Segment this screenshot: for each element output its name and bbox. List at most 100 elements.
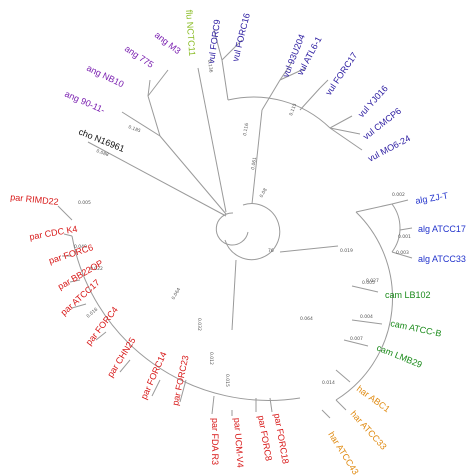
branch-length-label: 0.019 bbox=[340, 248, 353, 254]
branch bbox=[261, 79, 281, 111]
branch-right-stem bbox=[279, 245, 339, 253]
leaf-label: vul MO6-24 bbox=[366, 133, 412, 164]
leaf-label: par RIMD22 bbox=[10, 192, 59, 207]
branch-length-labels: 0.061 0.136 0.116 0.088 0.002 0.001 0.003 0.019… bbox=[74, 59, 411, 387]
branch bbox=[147, 69, 169, 97]
branch bbox=[329, 127, 363, 151]
root-arc bbox=[224, 203, 281, 261]
tree-branches bbox=[57, 29, 413, 419]
branch bbox=[57, 205, 73, 221]
leaf-label: par UCM-V4 bbox=[232, 417, 245, 468]
leaf-label: cam LMB29 bbox=[375, 343, 423, 370]
branch bbox=[71, 303, 87, 309]
branch bbox=[335, 369, 351, 383]
leaf-label: cam ATCC-B bbox=[390, 318, 443, 339]
branch bbox=[351, 285, 379, 293]
arc-vul bbox=[227, 96, 331, 129]
leaf-label: vul FORC9 bbox=[206, 19, 222, 64]
branch bbox=[343, 339, 369, 347]
arc-alg bbox=[391, 203, 401, 253]
branch-length-label: 0.007 bbox=[350, 336, 363, 342]
branch bbox=[63, 233, 73, 237]
branch-length-label: 0.003 bbox=[396, 250, 409, 256]
branch bbox=[121, 111, 161, 137]
branch bbox=[119, 359, 131, 373]
leaf-label: har ABC1 bbox=[355, 384, 392, 415]
branch-length-label: 0.014 bbox=[322, 380, 335, 386]
leaf-label: ang 90-11- bbox=[63, 89, 106, 116]
branch-length-label: 0.027 bbox=[366, 278, 379, 284]
branch bbox=[391, 251, 413, 259]
branch bbox=[279, 61, 293, 81]
branch-length-label: 0.032 bbox=[196, 318, 202, 331]
branch-length-label: 0.001 bbox=[398, 234, 411, 240]
leaf-label: alg ZJ-T bbox=[415, 190, 450, 206]
leaf-label: alg ATCC33 bbox=[418, 254, 466, 264]
leaf-label: har ATCC43 bbox=[326, 430, 360, 476]
leaf-label: par FORC8 bbox=[256, 415, 274, 462]
leaf-label: par FORC6 bbox=[48, 242, 95, 266]
branch-length-label: 0.005 bbox=[362, 280, 375, 286]
branch-length-label: 0.08 bbox=[259, 187, 269, 199]
branch-length-label: 0.004 bbox=[360, 314, 373, 320]
branch bbox=[69, 279, 81, 283]
leaf-label: par FORC23 bbox=[170, 354, 190, 406]
branch-cho bbox=[87, 141, 227, 217]
branch bbox=[399, 227, 413, 231]
leaf-label: ang M3 bbox=[153, 30, 183, 56]
branch bbox=[147, 79, 151, 97]
branch-flu bbox=[197, 67, 227, 213]
branch bbox=[151, 379, 161, 397]
branch bbox=[329, 115, 353, 129]
branch-length-label: 0.049 bbox=[74, 244, 87, 250]
leaf-label: alg ATCC17 bbox=[418, 224, 466, 234]
leaf-label: par FDA R3 bbox=[210, 418, 220, 465]
root-arc-inner bbox=[215, 212, 249, 246]
leaf-label: ang 775 bbox=[123, 43, 156, 69]
branch-vul-stem bbox=[251, 109, 263, 205]
root-bootstrap-label: 76 bbox=[268, 248, 274, 254]
branch bbox=[221, 59, 229, 101]
branch bbox=[351, 319, 383, 325]
leaf-label: vul FORC17 bbox=[323, 50, 359, 97]
leaf-label: flu NCTC11 bbox=[184, 9, 197, 56]
leaf-label: par CDC K4 bbox=[29, 224, 79, 242]
branch bbox=[221, 39, 243, 61]
branch bbox=[211, 395, 215, 415]
leaf-label: vul FORC16 bbox=[230, 12, 252, 62]
branch bbox=[329, 127, 361, 135]
leaf-label: par FORC18 bbox=[272, 413, 291, 465]
branch bbox=[179, 379, 187, 403]
branch bbox=[147, 95, 161, 137]
branch-length-label: 0.136 bbox=[206, 59, 214, 73]
branch-length-label: 0.016 bbox=[85, 307, 99, 320]
branch bbox=[321, 409, 331, 419]
leaf-label: har ATCC33 bbox=[349, 409, 389, 452]
branch bbox=[335, 399, 347, 411]
branch bbox=[95, 331, 107, 341]
arc-right bbox=[335, 211, 393, 401]
leaf-label: cam LB102 bbox=[385, 290, 431, 300]
branch-length-label: 0.116 bbox=[242, 122, 250, 136]
branch-length-label: 0.185 bbox=[127, 124, 141, 134]
branch bbox=[279, 67, 307, 81]
branch bbox=[269, 397, 273, 413]
leaf-label: ang NB10 bbox=[85, 63, 125, 90]
branch bbox=[391, 199, 409, 205]
branch-length-label: 0.012 bbox=[208, 352, 214, 365]
branch-length-label: 0.064 bbox=[171, 287, 183, 301]
branch-length-label: 0.064 bbox=[300, 316, 313, 322]
branch-ang-stem bbox=[159, 135, 227, 215]
branch-length-label: 0.061 bbox=[250, 156, 258, 170]
branch-length-label: 0.002 bbox=[392, 192, 405, 198]
branch bbox=[319, 79, 329, 89]
branch-length-label: 0.115 bbox=[288, 102, 298, 116]
leaf-label: par CHN25 bbox=[105, 336, 137, 379]
branch-length-label: 0.005 bbox=[78, 200, 91, 206]
branch-length-label: 0.088 bbox=[95, 148, 109, 158]
branch-length-label: 0.015 bbox=[224, 374, 230, 387]
branch-par-stem bbox=[231, 259, 237, 331]
branch bbox=[299, 87, 321, 111]
